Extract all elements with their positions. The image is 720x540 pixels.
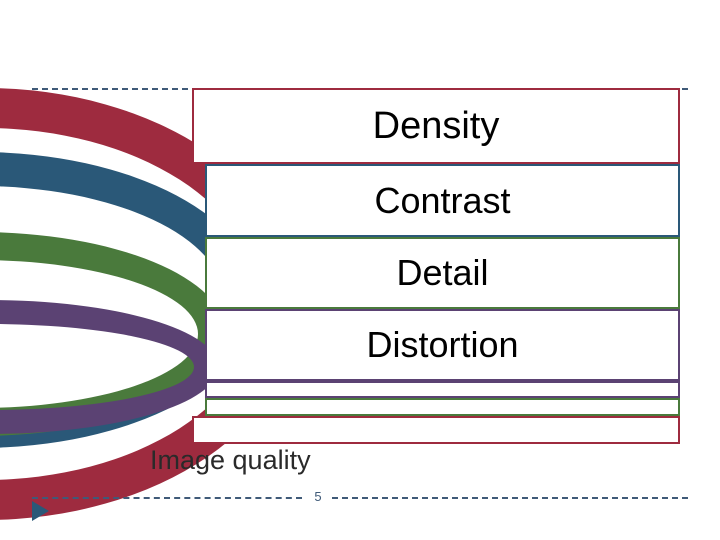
diagram-caption: Image quality <box>150 445 311 475</box>
bottom-dashed-divider-left <box>32 497 302 499</box>
slide-number: 5 <box>314 489 322 504</box>
echo-bar-density <box>192 416 680 444</box>
play-triangle-icon <box>32 501 49 521</box>
layer-bar-contrast: Contrast <box>205 164 680 237</box>
echo-bar-detail <box>205 398 680 416</box>
layer-label-distortion: Distortion <box>366 324 519 365</box>
layer-bar-distortion: Distortion <box>205 309 680 381</box>
echo-bar-distortion <box>205 381 680 398</box>
layer-label-density: Density <box>372 105 500 147</box>
bottom-dashed-divider-right <box>332 497 688 499</box>
layer-bar-density: Density <box>192 88 680 164</box>
layer-bar-detail: Detail <box>205 237 680 309</box>
layer-label-detail: Detail <box>396 252 489 293</box>
layer-label-contrast: Contrast <box>374 179 511 221</box>
